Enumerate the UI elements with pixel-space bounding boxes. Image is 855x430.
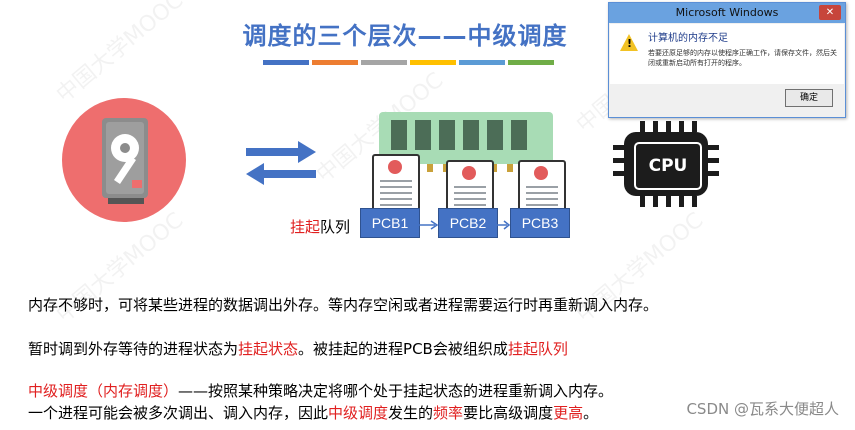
pcb-box: PCB2 bbox=[438, 208, 498, 238]
warning-icon bbox=[620, 34, 638, 51]
body-line-3: 中级调度（内存调度）——按照某种策略决定将哪个处于挂起状态的进程重新调入内存。 bbox=[28, 382, 614, 400]
body-line-2: 暂时调到外存等待的进程状态为挂起状态。被挂起的进程PCB会被组织成挂起队列 bbox=[28, 340, 568, 358]
cpu-icon: CPU bbox=[624, 132, 708, 196]
csdn-credit: CSDN @瓦系大便超人 bbox=[686, 400, 839, 418]
memory-module-icon bbox=[379, 112, 553, 172]
pcb-box: PCB1 bbox=[360, 208, 420, 238]
dialog-ok-button[interactable]: 确定 bbox=[785, 89, 833, 107]
hard-disk-icon bbox=[62, 98, 186, 222]
warning-mark: ! bbox=[627, 37, 633, 50]
dialog-detail: 若要还原足够的内存以使程序正确工作，请保存文件，然后关闭或重新启动所有打开的程序… bbox=[648, 49, 837, 67]
dialog-message: 计算机的内存不足 bbox=[648, 33, 728, 44]
dialog-close-button[interactable]: ✕ bbox=[819, 5, 841, 20]
slide-title: 调度的三个层次——中级调度 bbox=[242, 22, 568, 50]
dialog-title: Microsoft Windows bbox=[609, 3, 845, 23]
queue-arrow-icon bbox=[497, 216, 511, 235]
low-memory-dialog: Microsoft Windows ✕ ! 计算机的内存不足 若要还原足够的内存… bbox=[608, 2, 846, 118]
body-line-4: 一个进程可能会被多次调出、调入内存，因此中级调度发生的频率要比高级调度更高。 bbox=[28, 404, 599, 422]
pcb-box: PCB3 bbox=[510, 208, 570, 238]
queue-arrow-icon bbox=[419, 216, 439, 235]
suspend-queue-label: 挂起队列 bbox=[290, 218, 351, 236]
swap-arrows-icon bbox=[244, 138, 318, 192]
dialog-body: ! 计算机的内存不足 若要还原足够的内存以使程序正确工作，请保存文件，然后关闭或… bbox=[610, 24, 844, 84]
body-line-1: 内存不够时，可将某些进程的数据调出外存。等内存空闲或者进程需要运行时再重新调入内… bbox=[28, 296, 659, 314]
